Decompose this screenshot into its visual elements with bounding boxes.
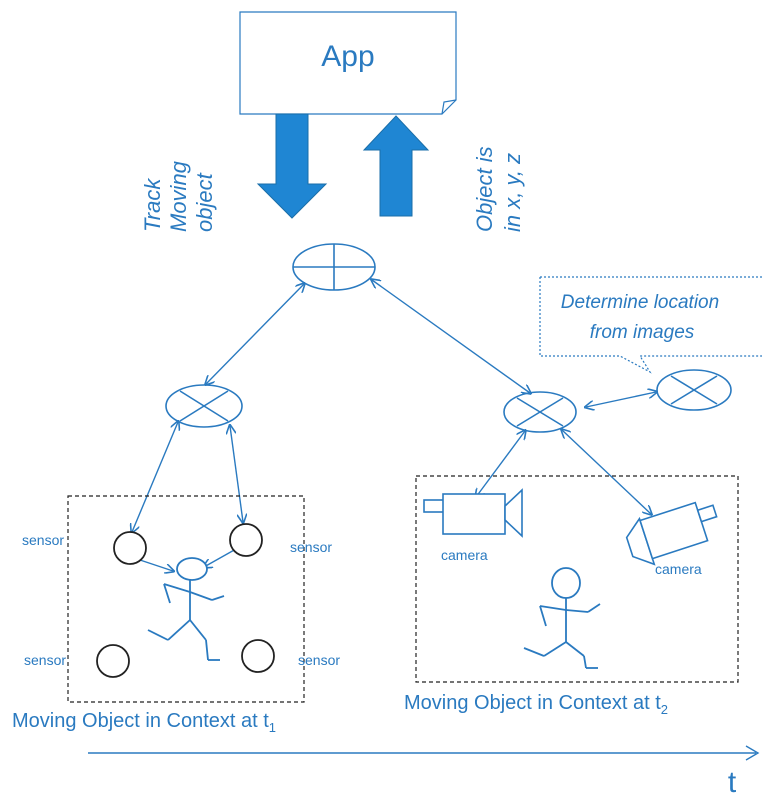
sensor-node bbox=[113, 531, 147, 565]
callout-line2: from images bbox=[590, 322, 695, 343]
moving-person-figure bbox=[147, 557, 225, 661]
camera-icon bbox=[423, 488, 523, 538]
connectors bbox=[132, 280, 656, 571]
right-context-box bbox=[415, 475, 739, 683]
sensor-label-top-left: sensor bbox=[22, 532, 64, 548]
down-arrow bbox=[256, 113, 328, 219]
sensor-label-top-right: sensor bbox=[290, 539, 332, 555]
track-label-line3: object bbox=[192, 172, 217, 232]
camera-label-right: camera bbox=[655, 561, 702, 577]
camera-icon bbox=[625, 501, 718, 566]
sensor-node bbox=[241, 639, 275, 673]
object-is-line2: in x, y, z bbox=[500, 153, 525, 232]
sensor-node bbox=[96, 644, 130, 678]
left-caption-subscript: 1 bbox=[269, 720, 276, 735]
timeline-label: t bbox=[728, 766, 737, 799]
track-label: Track Moving object bbox=[140, 160, 217, 232]
left-context-caption: Moving Object in Context at t1 bbox=[12, 710, 276, 735]
fusion-node-left bbox=[165, 384, 243, 428]
sensor-node bbox=[229, 523, 263, 557]
app-label: App bbox=[321, 40, 374, 73]
track-label-line2: Moving bbox=[166, 160, 191, 232]
callout-bubble: Determine location from images bbox=[539, 276, 762, 374]
up-arrow bbox=[362, 115, 430, 217]
callout-line1: Determine location bbox=[561, 292, 719, 313]
fusion-node-right bbox=[503, 391, 577, 433]
sensor-label-bottom-right: sensor bbox=[298, 652, 340, 668]
timeline-arrow bbox=[88, 745, 760, 761]
sensor-label-bottom-left: sensor bbox=[24, 652, 66, 668]
right-context-caption: Moving Object in Context at t2 bbox=[404, 692, 668, 717]
right-caption-subscript: 2 bbox=[661, 702, 668, 717]
right-caption-main: Moving Object in Context at t bbox=[404, 692, 661, 714]
track-label-line1: Track bbox=[140, 178, 165, 232]
moving-person-figure bbox=[523, 567, 601, 669]
object-is-line1: Object is bbox=[472, 146, 497, 232]
left-context-box bbox=[67, 495, 305, 703]
app-box: App bbox=[239, 11, 457, 115]
object-is-label: Object is in x, y, z bbox=[472, 146, 525, 232]
camera-label-left: camera bbox=[441, 547, 488, 563]
fusion-node-far-right bbox=[656, 369, 732, 411]
fusion-node-plus bbox=[292, 243, 376, 291]
left-caption-main: Moving Object in Context at t bbox=[12, 710, 269, 732]
